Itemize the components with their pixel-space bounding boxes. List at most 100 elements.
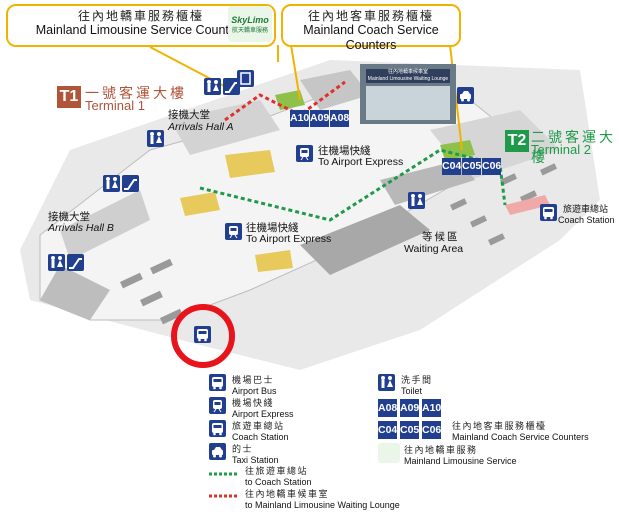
legend-coach-station-en: Coach Station	[232, 432, 289, 442]
arrivals-b-zh: 接機大堂	[48, 211, 90, 223]
t2-badge: T2	[505, 130, 529, 152]
legend-green-route-en: to Coach Station	[245, 477, 312, 487]
airport-express-train-icon	[225, 223, 242, 240]
legend-taxi-zh: 的士	[232, 444, 254, 454]
legend-toilet-icon	[378, 374, 395, 391]
legend-taxi-icon	[209, 443, 226, 460]
legend-airport-express-zh: 機場快綫	[232, 398, 275, 408]
airport-express-2-zh: 往機場快綫	[246, 222, 299, 234]
legend-airport-bus-en: Airport Bus	[232, 386, 277, 396]
counter-t2-2: C06	[482, 158, 501, 175]
waiting-block	[300, 205, 430, 275]
t1-block-3	[170, 100, 280, 155]
callout-pointer-coach-right	[449, 44, 463, 151]
toilet-icon	[408, 192, 425, 209]
callout-coach-zh: 往內地客車服務櫃檯	[307, 9, 434, 23]
callout-coach-en: Mainland Coach Service Counters	[303, 23, 439, 52]
counter-t1-1: A09	[310, 110, 329, 127]
legend-red-route-en: to Mainland Limousine Waiting Lounge	[245, 500, 400, 510]
legend-airport-bus-icon	[209, 374, 226, 391]
t1-badge: T1	[57, 86, 81, 108]
counter-t1-2: A08	[330, 110, 349, 127]
escalator-icon	[223, 78, 240, 95]
legend-airport-bus-zh: 機場巴士	[232, 375, 275, 385]
legend-toilet-en: Toilet	[401, 386, 423, 396]
callout-pointer-coach-left	[290, 44, 301, 101]
t2-label-en: Terminal 2	[531, 142, 591, 157]
toilet-icon	[147, 130, 164, 147]
t1-label-zh: 一號客運大樓	[85, 85, 187, 101]
lift-icon	[237, 70, 254, 87]
escalator-icon	[122, 175, 139, 192]
lounge-sign: 往內地轎車候車室 Mainland Limousine Waiting Loun…	[366, 69, 450, 83]
arrivals-a-en: Arrivals Hall A	[168, 121, 234, 133]
legend-limo-service-en: Mainland Limousine Service	[404, 456, 517, 466]
legend-code-c05: C05	[400, 421, 419, 439]
t1-block-1	[60, 190, 150, 260]
lounge-interior	[366, 86, 450, 120]
legend-coach-counters-zh: 往內地客車服務櫃檯	[452, 421, 547, 431]
counter-t2-0: C04	[442, 158, 461, 175]
legend-toilet-zh: 洗手間	[401, 375, 433, 385]
legend-green-route-zh: 往旅遊車總站	[245, 466, 309, 476]
coach-bay	[505, 195, 550, 215]
legend-code-a10: A10	[422, 399, 441, 417]
route-to-limousine-lounge	[224, 80, 346, 122]
highlight-circle	[171, 304, 235, 368]
callout-coach-counters: 往內地客車服務櫃檯 Mainland Coach Service Counter…	[281, 4, 461, 52]
legend-coach-station-icon	[209, 420, 226, 437]
t1-parking	[120, 258, 183, 325]
airport-express-1-zh: 往機場快綫	[318, 145, 371, 157]
toilet-icon	[204, 78, 221, 95]
legend-coach-counters-en: Mainland Coach Service Counters	[452, 432, 589, 442]
airport-express-2-en: To Airport Express	[246, 233, 332, 245]
yellow-zone-3	[255, 250, 293, 272]
waiting-area-zh: 等候區	[422, 231, 460, 243]
yellow-zone-2	[180, 192, 220, 216]
t2-parking	[450, 163, 558, 246]
yellow-zone-1	[225, 150, 275, 178]
coach-station-en: Coach Station	[558, 215, 615, 225]
lounge-sign-zh: 往內地轎車候車室	[387, 69, 428, 75]
legend-code-a08: A08	[378, 399, 397, 417]
arrivals-a-zh: 接機大堂	[168, 109, 210, 121]
skylimo-logo-text: SkyLimo	[231, 15, 269, 25]
airport-express-1-en: To Airport Express	[318, 156, 404, 168]
counter-t2-1: C05	[462, 158, 481, 175]
callout-limo-zh: 往內地轎車服務櫃檯	[77, 9, 204, 23]
green-zone-2	[440, 140, 475, 160]
escalator-icon	[67, 254, 84, 271]
skylimo-logo-sub: 航天轎車服務	[231, 28, 268, 34]
waiting-area-en: Waiting Area	[404, 243, 464, 255]
toilet-icon	[48, 254, 65, 271]
counter-t1-0: A10	[290, 110, 309, 127]
route-to-coach-station	[199, 148, 507, 222]
coach-station-zh: 旅遊車總站	[563, 204, 609, 214]
callout-limo-en: Mainland Limousine Service Counters	[35, 23, 247, 37]
coach-station-icon	[540, 204, 557, 221]
legend-airport-express-icon	[209, 397, 226, 414]
legend-code-c04: C04	[378, 421, 397, 439]
skylimo-logo: SkyLimo 航天轎車服務	[228, 6, 272, 42]
t1-block-2	[40, 265, 110, 320]
legend-code-a09: A09	[400, 399, 419, 417]
legend-airport-express-en: Airport Express	[232, 409, 294, 419]
airport-express-train-icon	[296, 145, 313, 162]
t2-label-zh: 二號客運大樓	[531, 129, 616, 165]
legend-taxi-en: Taxi Station	[232, 455, 279, 465]
t1-block-4	[300, 70, 370, 110]
toilet-icon	[103, 175, 120, 192]
legend-limo-service-zh: 往內地轎車服務	[404, 445, 478, 455]
legend-red-route-zh: 往內地轎車候車室	[245, 489, 330, 499]
lounge-sign-en: Mainland Limousine Waiting Lounge	[367, 76, 449, 82]
limousine-lounge-photo: 往內地轎車候車室 Mainland Limousine Waiting Loun…	[360, 64, 456, 124]
t1-label-en: Terminal 1	[85, 98, 145, 113]
airport-bus-icon	[194, 326, 211, 343]
green-zone-1	[275, 90, 305, 110]
legend-skylimo-logo	[378, 443, 400, 463]
taxi-icon	[457, 87, 474, 104]
legend-coach-station-zh: 旅遊車總站	[232, 421, 285, 431]
legend-code-c06: C06	[422, 421, 441, 439]
arrivals-b-en: Arrivals Hall B	[48, 222, 114, 234]
